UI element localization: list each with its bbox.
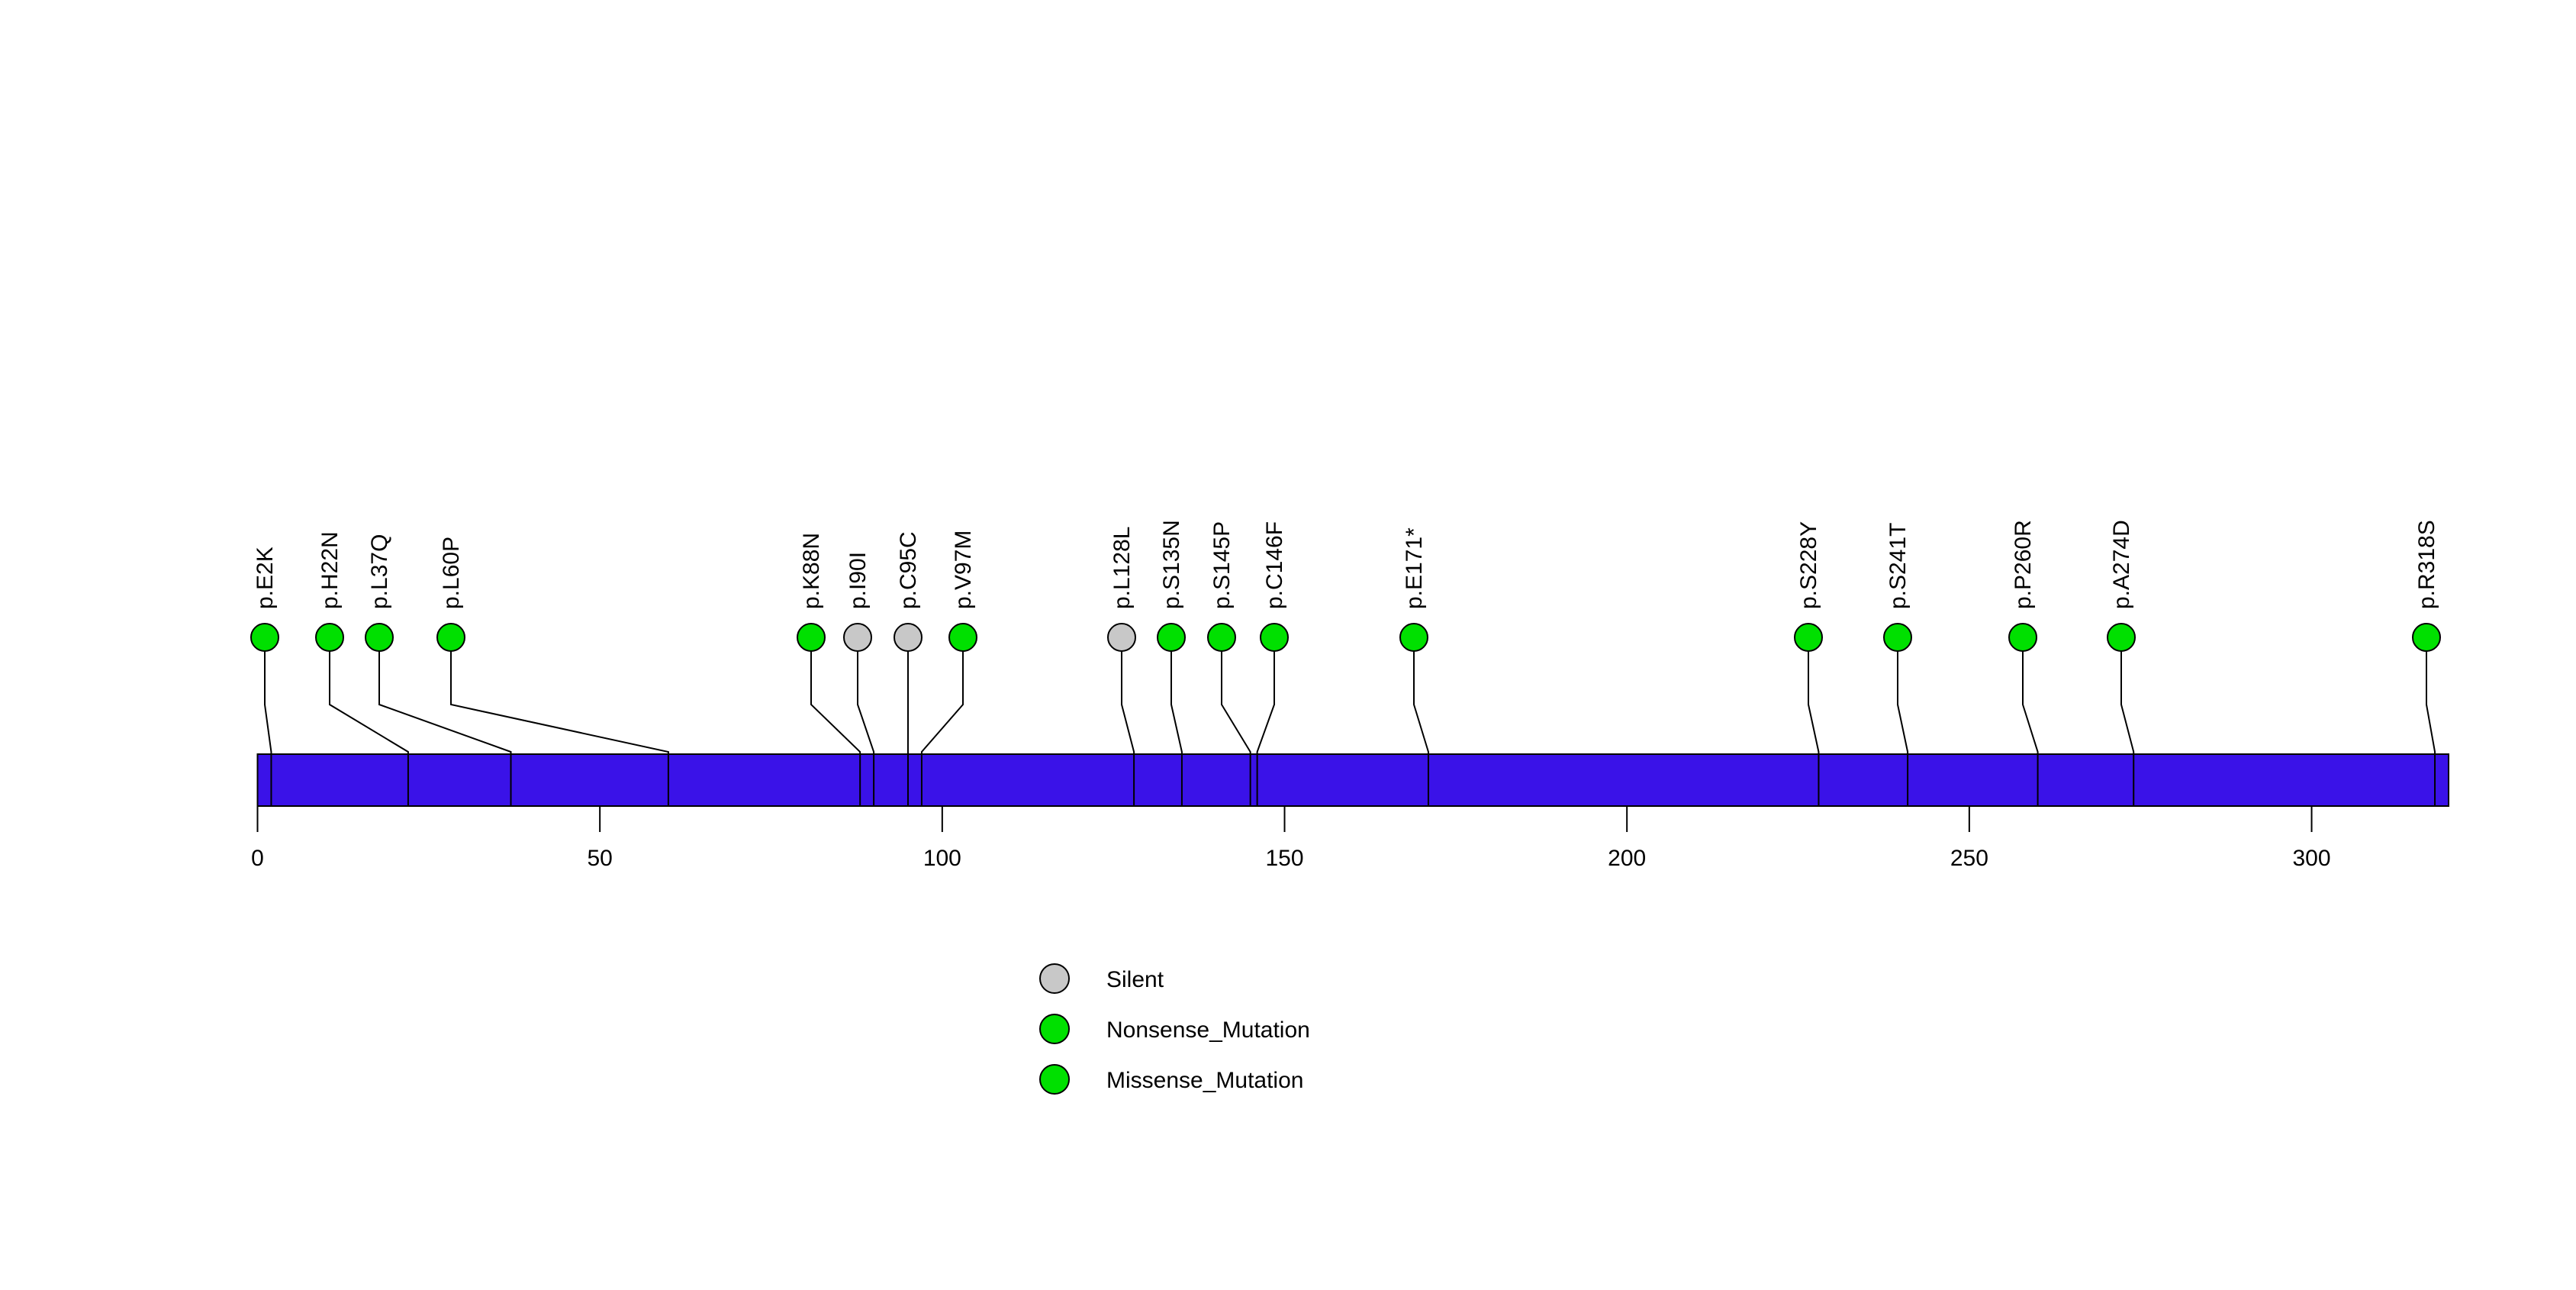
mutation-marker-pL37Q[interactable] xyxy=(365,623,394,652)
mutation-marker-pK88N[interactable] xyxy=(797,623,826,652)
mutation-label: p.L60P xyxy=(439,537,464,609)
axis-ticks-layer: 0 50 100 150 200 250 300 xyxy=(251,806,2331,871)
mutation-label: p.L128L xyxy=(1109,527,1135,609)
axis-tick-label: 300 xyxy=(2293,846,2331,871)
mutation-label: p.A274D xyxy=(2109,520,2134,609)
axis-tick-label: 250 xyxy=(1950,846,1988,871)
mutation-label: p.H22N xyxy=(317,531,343,609)
mutation-marker-pP260R[interactable] xyxy=(2008,623,2037,652)
legend-label-nonsense_mutation: Nonsense_Mutation xyxy=(1106,1017,1310,1043)
mutation-marker-pE2K[interactable] xyxy=(250,623,279,652)
axis-tick-label: 150 xyxy=(1265,846,1303,871)
mutation-label: p.L37Q xyxy=(367,534,392,609)
mutation-marker-pE171[interactable] xyxy=(1399,623,1428,652)
mutation-label: p.R318S xyxy=(2414,520,2439,609)
protein-backbone xyxy=(256,753,2449,807)
legend-swatch-silent xyxy=(1039,963,1070,994)
mutation-label: p.E171* xyxy=(1402,527,1427,609)
legend-label-silent: Silent xyxy=(1106,967,1164,992)
mutation-marker-pI90I[interactable] xyxy=(843,623,872,652)
mutation-marker-pV97M[interactable] xyxy=(948,623,977,652)
mutation-label: p.V97M xyxy=(951,531,976,609)
mutation-label: p.E2K xyxy=(253,547,278,609)
axis-tick-label: 50 xyxy=(587,846,612,871)
mutation-marker-pH22N[interactable] xyxy=(315,623,344,652)
axis-tick-label: 100 xyxy=(923,846,961,871)
mutation-marker-pL60P[interactable] xyxy=(436,623,465,652)
mutation-label: p.C146F xyxy=(1262,521,1287,609)
mutation-marker-pS241T[interactable] xyxy=(1883,623,1912,652)
mutation-label: p.C95C xyxy=(896,531,921,609)
mutation-marker-pR318S[interactable] xyxy=(2412,623,2441,652)
mutation-marker-pA274D[interactable] xyxy=(2107,623,2136,652)
legend-swatch-missense_mutation xyxy=(1039,1064,1070,1095)
mutation-marker-pS228Y[interactable] xyxy=(1794,623,1823,652)
mutation-label: p.S228Y xyxy=(1796,521,1821,609)
legend-swatch-nonsense_mutation xyxy=(1039,1014,1070,1044)
protein-domain-layer xyxy=(256,753,2449,807)
axis-tick-label: 200 xyxy=(1608,846,1646,871)
axis-tick-label: 0 xyxy=(251,846,264,871)
mutation-markers-layer xyxy=(250,623,2441,652)
mutation-labels-layer: p.E2K p.H22N p.L37Q p.L60P p.K88N p.I90I p.C95… xyxy=(253,520,2439,609)
mutation-label: p.K88N xyxy=(799,533,824,609)
mutation-label: p.S135N xyxy=(1159,520,1184,609)
mutation-marker-pL128L[interactable] xyxy=(1107,623,1136,652)
mutation-marker-pC95C[interactable] xyxy=(894,623,923,652)
legend-label-missense_mutation: Missense_Mutation xyxy=(1106,1068,1303,1093)
mutation-marker-pS135N[interactable] xyxy=(1157,623,1186,652)
mutation-label: p.S241T xyxy=(1885,523,1911,609)
mutation-label: p.I90I xyxy=(845,552,871,609)
mutation-marker-pC146F[interactable] xyxy=(1260,623,1289,652)
mutation-marker-pS145P[interactable] xyxy=(1207,623,1236,652)
mutation-label: p.S145P xyxy=(1209,521,1235,609)
mutation-label: p.P260R xyxy=(2011,520,2036,609)
